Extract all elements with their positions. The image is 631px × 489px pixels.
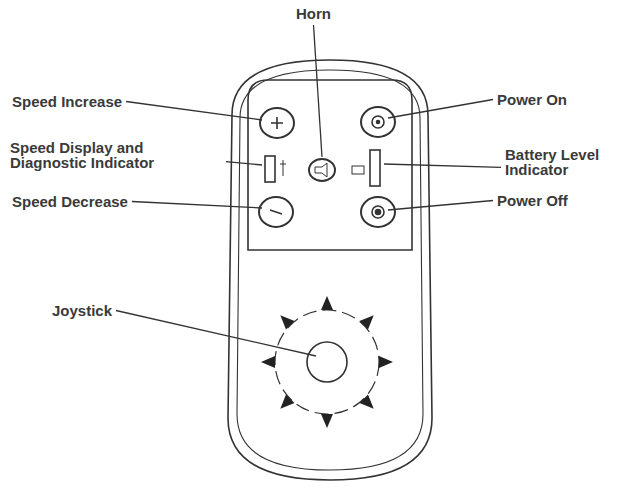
callout-label: Power On [497,92,567,107]
direction-arrows [261,296,393,428]
arrow-head [280,395,294,409]
callout-label: Speed Increase [12,94,122,109]
leader-line [116,311,316,357]
arrow-head [360,395,374,409]
leader-line [384,164,501,167]
joystick-ring [275,310,379,414]
arrow-head [280,315,294,329]
power-on-symbol [372,116,384,128]
power-on-button [361,107,395,137]
speed-increase-button [260,108,294,138]
arrow-head [379,356,393,368]
power-on-dot [377,121,380,124]
power-off-button [361,197,395,227]
callout-label: Horn [296,6,331,21]
speed-display [265,156,275,182]
callout-label: Joystick [52,303,112,318]
leader-line [226,162,262,165]
leader-line [126,102,262,121]
speed-decrease-button [259,197,293,227]
minus-symbol [270,210,282,214]
power-off-dot [376,210,381,215]
callout-label: Battery Level Indicator [505,147,625,177]
arrow-head [321,414,333,428]
arrow-head [360,315,374,329]
arrow-head [321,296,333,310]
callout-label: Power Off [497,193,568,208]
horn-symbol [315,163,327,177]
plus-symbol [271,117,283,129]
button-panel [248,80,412,250]
leader-line [388,100,493,119]
remote-housing [228,60,432,480]
battery-icon [352,166,364,174]
leader-line [388,201,493,211]
callout-label: Speed Display and Diagnostic Indicator [10,140,222,170]
leader-line [314,25,323,157]
battery-level-bar [370,150,380,186]
leader-line [132,202,262,209]
remote-housing-inner [237,70,423,470]
speed-icon [280,160,286,176]
callout-label: Speed Decrease [12,194,128,209]
arrow-head [261,356,275,368]
power-off-symbol [372,206,384,218]
joystick-knob [307,342,347,382]
horn-button [309,159,335,181]
